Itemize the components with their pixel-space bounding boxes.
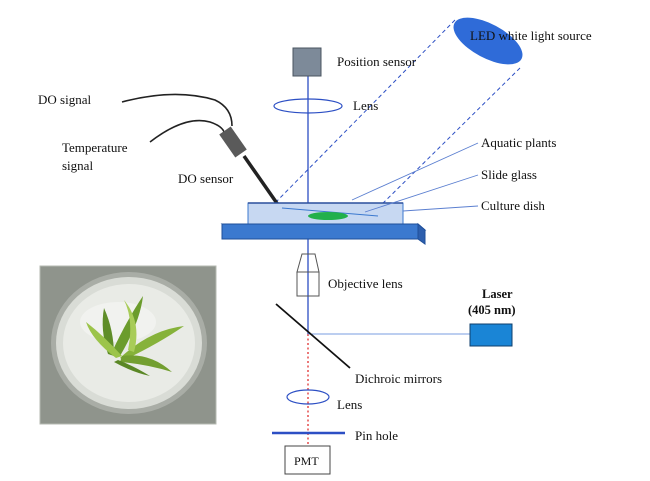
label-pin-hole: Pin hole: [355, 428, 398, 443]
label-lens-bottom: Lens: [337, 397, 362, 412]
sensor-cables: [121, 93, 233, 143]
led-light-source: [453, 17, 523, 65]
label-aquatic-plants: Aquatic plants: [481, 135, 556, 150]
lens-top: [273, 98, 343, 114]
lens-bottom: [286, 389, 330, 405]
label-leaders: [351, 142, 479, 213]
petri-dish-photo: [39, 265, 217, 425]
label-do-signal: DO signal: [38, 92, 91, 107]
label-objective-lens: Objective lens: [328, 276, 403, 291]
label-pmt: PMT: [294, 454, 319, 468]
label-lens-top: Lens: [353, 98, 378, 113]
microscope-stage: [220, 222, 427, 245]
aquatic-plant-sample: [308, 212, 348, 220]
led-light-path: [275, 19, 521, 215]
label-do-sensor: DO sensor: [178, 171, 234, 186]
slide-glass: [281, 207, 379, 217]
position-sensor: [292, 47, 322, 77]
label-dichroic-mirrors: Dichroic mirrors: [355, 371, 442, 386]
label-temperature-line2: signal: [62, 158, 93, 173]
objective-lens: [296, 253, 320, 297]
laser: [469, 323, 513, 347]
pmt-detector: [284, 445, 331, 475]
label-laser-line2: (405 nm): [468, 303, 516, 317]
label-temperature-line1: Temperature: [62, 140, 128, 155]
label-slide-glass: Slide glass: [481, 167, 537, 182]
label-culture-dish: Culture dish: [481, 198, 545, 213]
label-laser-line1: Laser: [482, 287, 513, 301]
label-position-sensor: Position sensor: [337, 54, 417, 69]
label-led-source: LED white light source: [470, 28, 592, 43]
dichroic-mirror: [275, 303, 351, 369]
